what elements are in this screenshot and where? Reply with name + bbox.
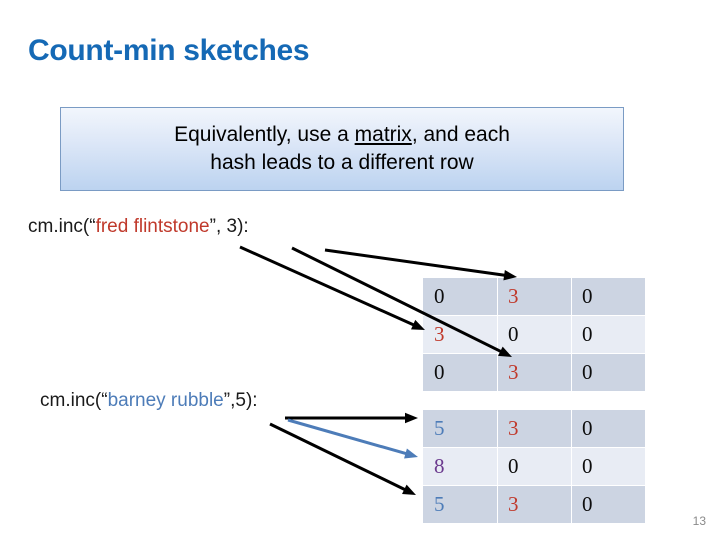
arrow-barney-to-row3-col1 bbox=[269, 422, 416, 495]
callout-line1-underlined: matrix bbox=[354, 123, 412, 146]
table-cell: 3 bbox=[497, 354, 571, 391]
table-cell: 5 bbox=[434, 492, 445, 516]
code-suffix: ”, 3): bbox=[209, 216, 249, 237]
table-cell: 0 bbox=[571, 410, 645, 447]
table-cell: 0 bbox=[571, 486, 645, 523]
arrow-barney-to-row1-col1 bbox=[285, 412, 418, 424]
page-number: 13 bbox=[692, 514, 706, 528]
code-label-barney: cm.inc(“barney rubble”,5): bbox=[40, 390, 258, 412]
page-title: Count-min sketches bbox=[28, 34, 310, 67]
code-suffix: ”,5): bbox=[223, 390, 258, 411]
code-prefix: cm.inc(“ bbox=[28, 216, 96, 237]
table-cell: 8 bbox=[434, 454, 445, 478]
table-cell: 0 bbox=[571, 316, 645, 353]
table-cell: 0 bbox=[497, 316, 571, 353]
table-cell: 5 bbox=[434, 416, 445, 440]
table-cell: 3 bbox=[434, 322, 445, 346]
code-prefix: cm.inc(“ bbox=[40, 390, 108, 411]
table-cell: 0 bbox=[434, 284, 445, 308]
arrow-barney-to-row2-col1 bbox=[287, 418, 418, 459]
table-cell: 0 bbox=[571, 278, 645, 315]
callout-box: Equivalently, use a matrix, and each has… bbox=[60, 107, 624, 191]
table-cell: 3 bbox=[497, 486, 571, 523]
callout-line1-after: , and each bbox=[411, 123, 510, 146]
table-cell: 3 bbox=[497, 410, 571, 447]
callout-text: Equivalently, use a matrix, and each has… bbox=[160, 121, 524, 177]
table-cell: 0 bbox=[571, 354, 645, 391]
arrow-fred-to-row1-col2 bbox=[324, 248, 517, 281]
code-key-fred: fred flintstone bbox=[95, 216, 210, 237]
table-cell: 0 bbox=[497, 448, 571, 485]
callout-line2: hash leads to a different row bbox=[210, 151, 474, 174]
callout-line1-before: Equivalently, use a bbox=[174, 123, 355, 146]
table-cell: 0 bbox=[434, 360, 445, 384]
code-key-barney: barney rubble bbox=[107, 390, 224, 411]
table-cell: 3 bbox=[497, 278, 571, 315]
table-cell: 0 bbox=[571, 448, 645, 485]
arrow-fred-to-row2-col1 bbox=[239, 245, 425, 330]
code-label-fred: cm.inc(“fred flintstone”, 3): bbox=[28, 216, 249, 238]
